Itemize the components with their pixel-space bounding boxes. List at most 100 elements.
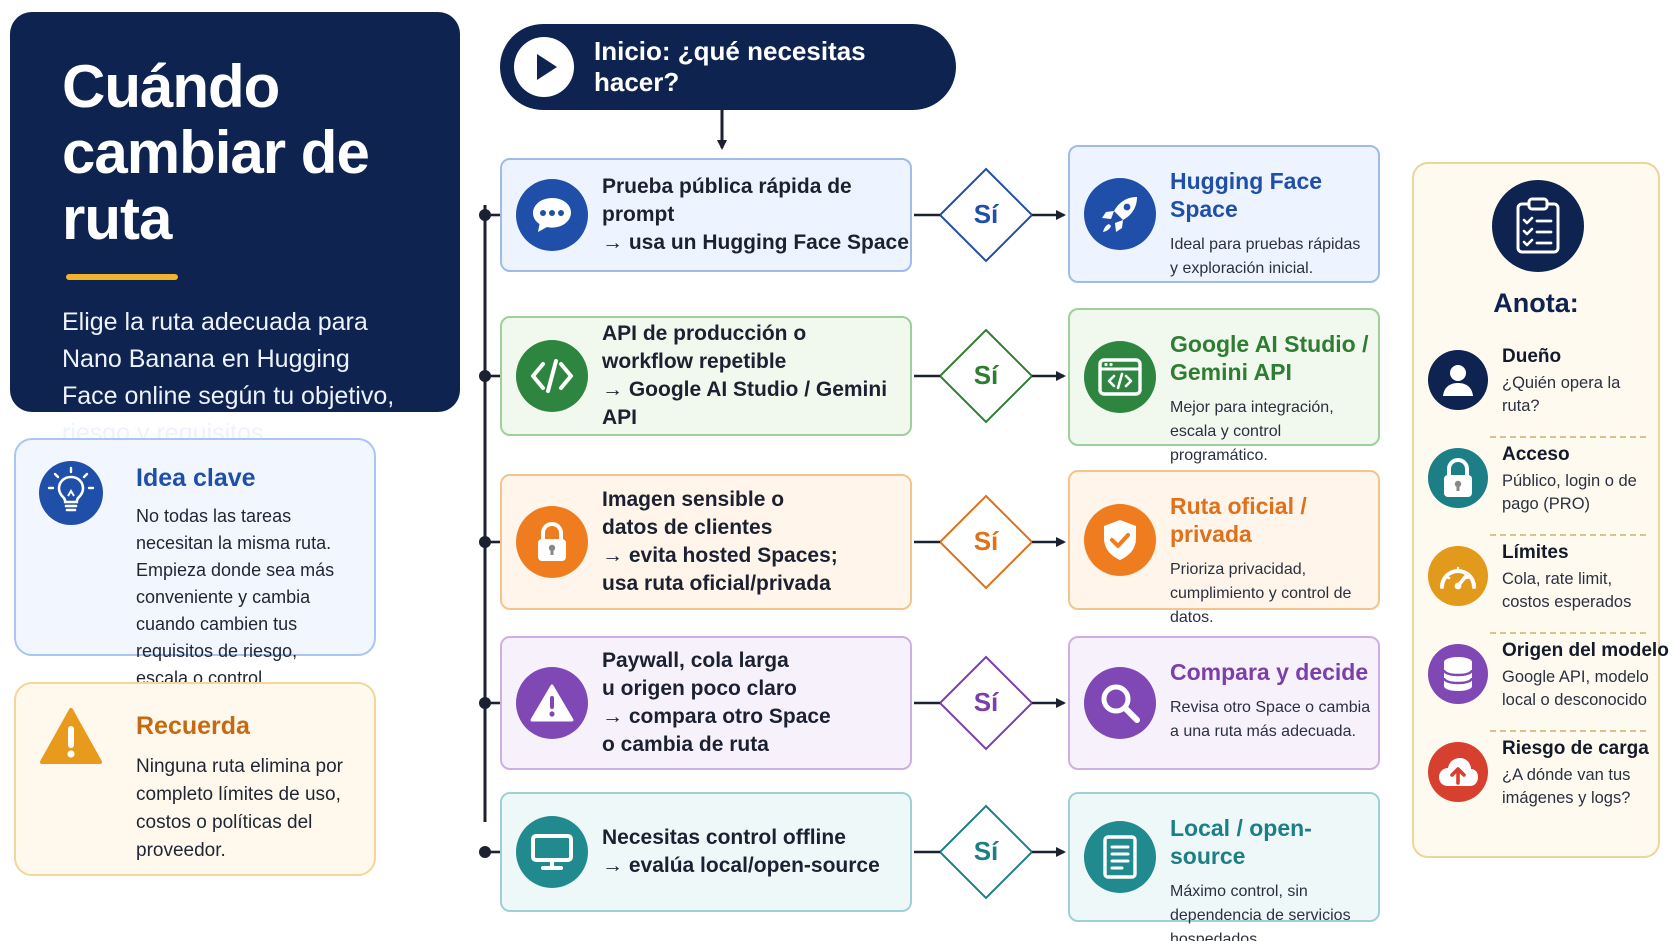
condition-text: Paywall, cola larga u origen poco claro → …	[602, 647, 831, 759]
condition-box-3: Imagen sensible o datos de clientes → evit…	[500, 474, 912, 610]
note-description: ¿A dónde van tus imágenes y logs?	[1502, 766, 1631, 807]
condition-box-5: Necesitas control offline → evalúa local/…	[500, 792, 912, 912]
start-label: Inicio: ¿qué necesitas hacer?	[594, 36, 866, 97]
key-idea-title: Idea clave	[136, 464, 256, 492]
note-title: Dueño	[1502, 346, 1562, 367]
note-description: ¿Quién opera la ruta?	[1502, 374, 1621, 415]
start-node: Inicio: ¿qué necesitas hacer?	[500, 24, 956, 110]
lightbulb-icon	[38, 460, 104, 526]
database-icon	[1428, 644, 1488, 704]
chat-bubble-icon	[516, 179, 588, 251]
condition-box-1: Prueba pública rápida de prompt→ usa un …	[500, 158, 912, 272]
result-title: Google AI Studio /Gemini API	[1170, 330, 1372, 386]
remember-title: Recuerda	[136, 712, 250, 740]
condition-text: Necesitas control offline → evalúa local/…	[602, 824, 880, 880]
result-description: Máximo control, sin dependencia de servi…	[1170, 883, 1351, 941]
page-subtitle: Elige la ruta adecuada para Nano Banana …	[62, 308, 395, 447]
shield-check-icon	[1084, 504, 1156, 576]
result-description: Prioriza privacidad, cumplimiento y cont…	[1170, 561, 1352, 626]
lock-icon	[516, 506, 588, 578]
condition-line: API de producción o	[602, 322, 807, 345]
decision-label: Sí	[973, 687, 999, 717]
result-title-line: Compara y decide	[1170, 659, 1369, 685]
condition-line: usa ruta oficial/privada	[602, 572, 831, 595]
spine-node	[479, 846, 491, 858]
key-idea-card: Idea clave No todas las tareas necesitan…	[14, 438, 376, 688]
result-title-line: Local / open-source	[1170, 815, 1312, 869]
key-idea-body: No todas las tareas necesitan la misma r…	[136, 506, 335, 688]
condition-line: → evita hosted Spaces;	[602, 544, 838, 567]
lock-icon	[1428, 448, 1488, 508]
note-item-5: Riesgo de carga ¿A dónde van tus imágenes…	[1428, 738, 1654, 828]
note-item-1: Dueño ¿Quién opera la ruta?	[1428, 346, 1654, 436]
condition-line: u origen poco claro	[602, 677, 797, 700]
spine-node	[479, 697, 491, 709]
remember-body: Ninguna ruta elimina por completo límite…	[136, 756, 344, 861]
browser-code-icon	[1084, 341, 1156, 413]
result-title: Hugging Face Space	[1170, 167, 1372, 223]
monitor-icon	[516, 816, 588, 888]
result-title-line: Ruta oficial / privada	[1170, 493, 1307, 547]
magnifier-icon	[1084, 667, 1156, 739]
result-title-line: Hugging Face Space	[1170, 168, 1323, 222]
condition-box-4: Paywall, cola larga u origen poco claro → …	[500, 636, 912, 770]
code-icon	[516, 340, 588, 412]
note-title: Acceso	[1502, 444, 1570, 465]
condition-line: datos de clientes	[602, 516, 773, 539]
result-title: Ruta oficial / privada	[1170, 492, 1372, 548]
alert-triangle-icon	[516, 667, 588, 739]
condition-line: Paywall, cola larga	[602, 649, 789, 672]
condition-text: Imagen sensible o datos de clientes → evit…	[602, 486, 838, 598]
decision-label: Sí	[973, 836, 999, 866]
note-description: Público, login o de pago (PRO)	[1502, 472, 1637, 513]
note-separator	[1490, 436, 1646, 438]
note-title: Límites	[1502, 542, 1569, 563]
spine-node	[479, 536, 491, 548]
title-accent-bar	[66, 274, 178, 280]
gauge-icon	[1428, 546, 1488, 606]
decision-label: Sí	[973, 199, 999, 229]
decision-label: Sí	[973, 360, 999, 390]
cloud-upload-icon	[1428, 742, 1488, 802]
play-icon	[514, 37, 574, 97]
note-separator	[1490, 534, 1646, 536]
condition-text: Prueba pública rápida de prompt→ usa un …	[602, 173, 910, 257]
condition-line: Prueba pública rápida de prompt	[602, 175, 852, 226]
spine-node	[479, 370, 491, 382]
result-title-line: Google AI Studio /	[1170, 331, 1369, 357]
rocket-icon	[1084, 178, 1156, 250]
user-icon	[1428, 350, 1488, 410]
title-line-2: cambiar de ruta	[62, 119, 370, 252]
note-title: Origen del modelo	[1502, 640, 1669, 661]
condition-line: → evalúa local/open-source	[602, 854, 880, 877]
condition-line: Imagen sensible o	[602, 488, 785, 511]
decision-label: Sí	[973, 526, 999, 556]
warning-icon	[38, 704, 104, 770]
condition-line: o cambia de ruta	[602, 733, 769, 756]
condition-line: Necesitas control offline	[602, 826, 846, 849]
note-title: Riesgo de carga	[1502, 738, 1649, 759]
condition-line: → compara otro Space	[602, 705, 831, 728]
note-description: Google API, modelo local o desconocido	[1502, 668, 1649, 709]
title-line-1: Cuándo	[62, 53, 280, 120]
remember-card: Recuerda Ninguna ruta elimina por comple…	[14, 682, 376, 876]
condition-line: workflow repetible	[602, 350, 787, 373]
clipboard-checklist-icon	[1492, 180, 1584, 272]
result-description: Mejor para integración, escala y control…	[1170, 399, 1334, 464]
page-title: Cuándo cambiar de ruta	[62, 54, 424, 252]
notes-title: Anota:	[1493, 288, 1579, 318]
title-panel: Cuándo cambiar de ruta Elige la ruta ade…	[10, 12, 460, 447]
result-title-line: Gemini API	[1170, 359, 1292, 385]
note-separator	[1490, 632, 1646, 634]
note-description: Cola, rate limit, costos esperados	[1502, 570, 1632, 611]
document-list-icon	[1084, 821, 1156, 893]
note-separator	[1490, 730, 1646, 732]
result-description: Ideal para pruebas rápidas y exploración…	[1170, 236, 1361, 277]
